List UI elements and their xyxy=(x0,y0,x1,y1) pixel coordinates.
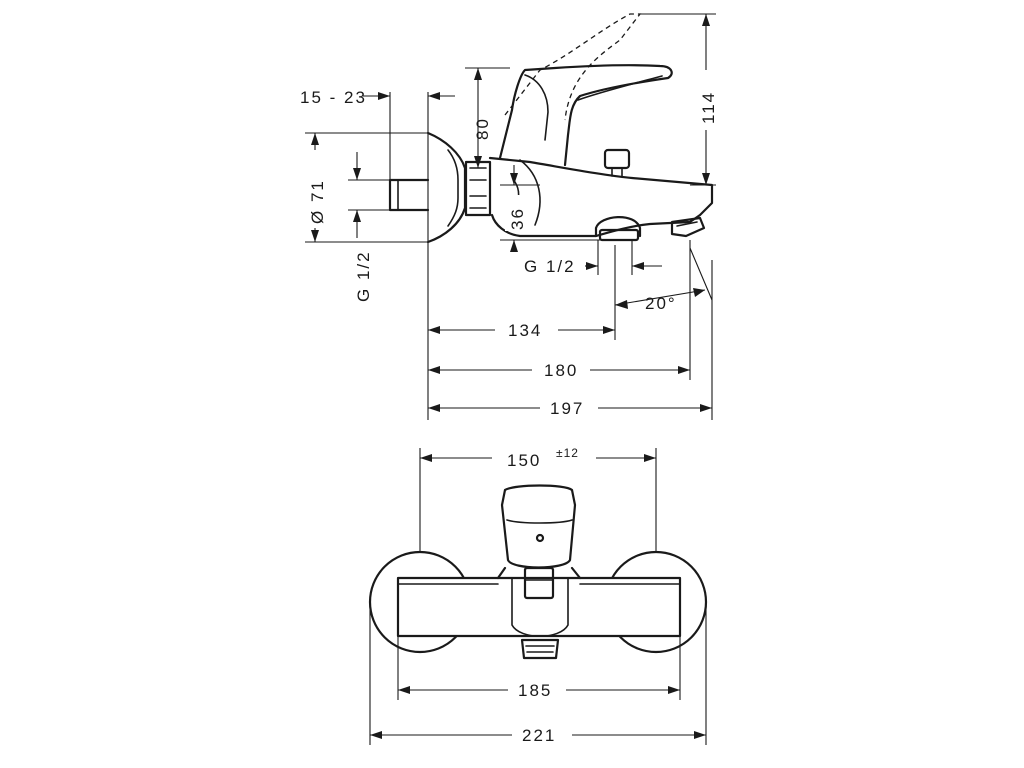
wall-flange xyxy=(426,131,467,244)
dim-width-185: 185 xyxy=(518,681,552,700)
lever-handle xyxy=(498,64,673,167)
front-lever xyxy=(500,484,577,569)
dim-connection-range: 15 - 23 xyxy=(300,88,367,107)
dim-width-221: 221 xyxy=(522,726,556,745)
dim-length-197: 197 xyxy=(550,399,584,418)
dim-centre-tolerance: ±12 xyxy=(556,446,579,460)
dim-spout-offset: 36 xyxy=(508,207,527,230)
mixer-body xyxy=(488,156,714,238)
dim-length-180: 180 xyxy=(544,361,578,380)
dim-spout-thread: G 1/2 xyxy=(524,257,576,276)
dim-centre-distance: 150 xyxy=(507,451,541,470)
lever-open-position xyxy=(504,13,642,121)
dim-outlet-height: 80 xyxy=(473,117,492,140)
connection-nut xyxy=(464,160,492,217)
dim-wall-thread: G 1/2 xyxy=(354,250,373,302)
shower-outlet xyxy=(594,216,642,238)
dim-length-134: 134 xyxy=(508,321,542,340)
front-diverter-knob xyxy=(523,566,555,600)
side-view: 15 - 23 80 114 Ø 71 G 1/2 xyxy=(300,13,718,420)
spout-aerator xyxy=(670,216,706,238)
diverter-knob xyxy=(603,148,631,170)
dim-total-height: 114 xyxy=(699,91,718,124)
dim-flange-diameter: Ø 71 xyxy=(308,179,327,224)
dim-spout-angle: 20° xyxy=(645,294,677,313)
front-aerator xyxy=(520,638,560,660)
front-view: 150 ±12 185 221 xyxy=(368,446,708,745)
inlet-pipe xyxy=(388,178,430,212)
